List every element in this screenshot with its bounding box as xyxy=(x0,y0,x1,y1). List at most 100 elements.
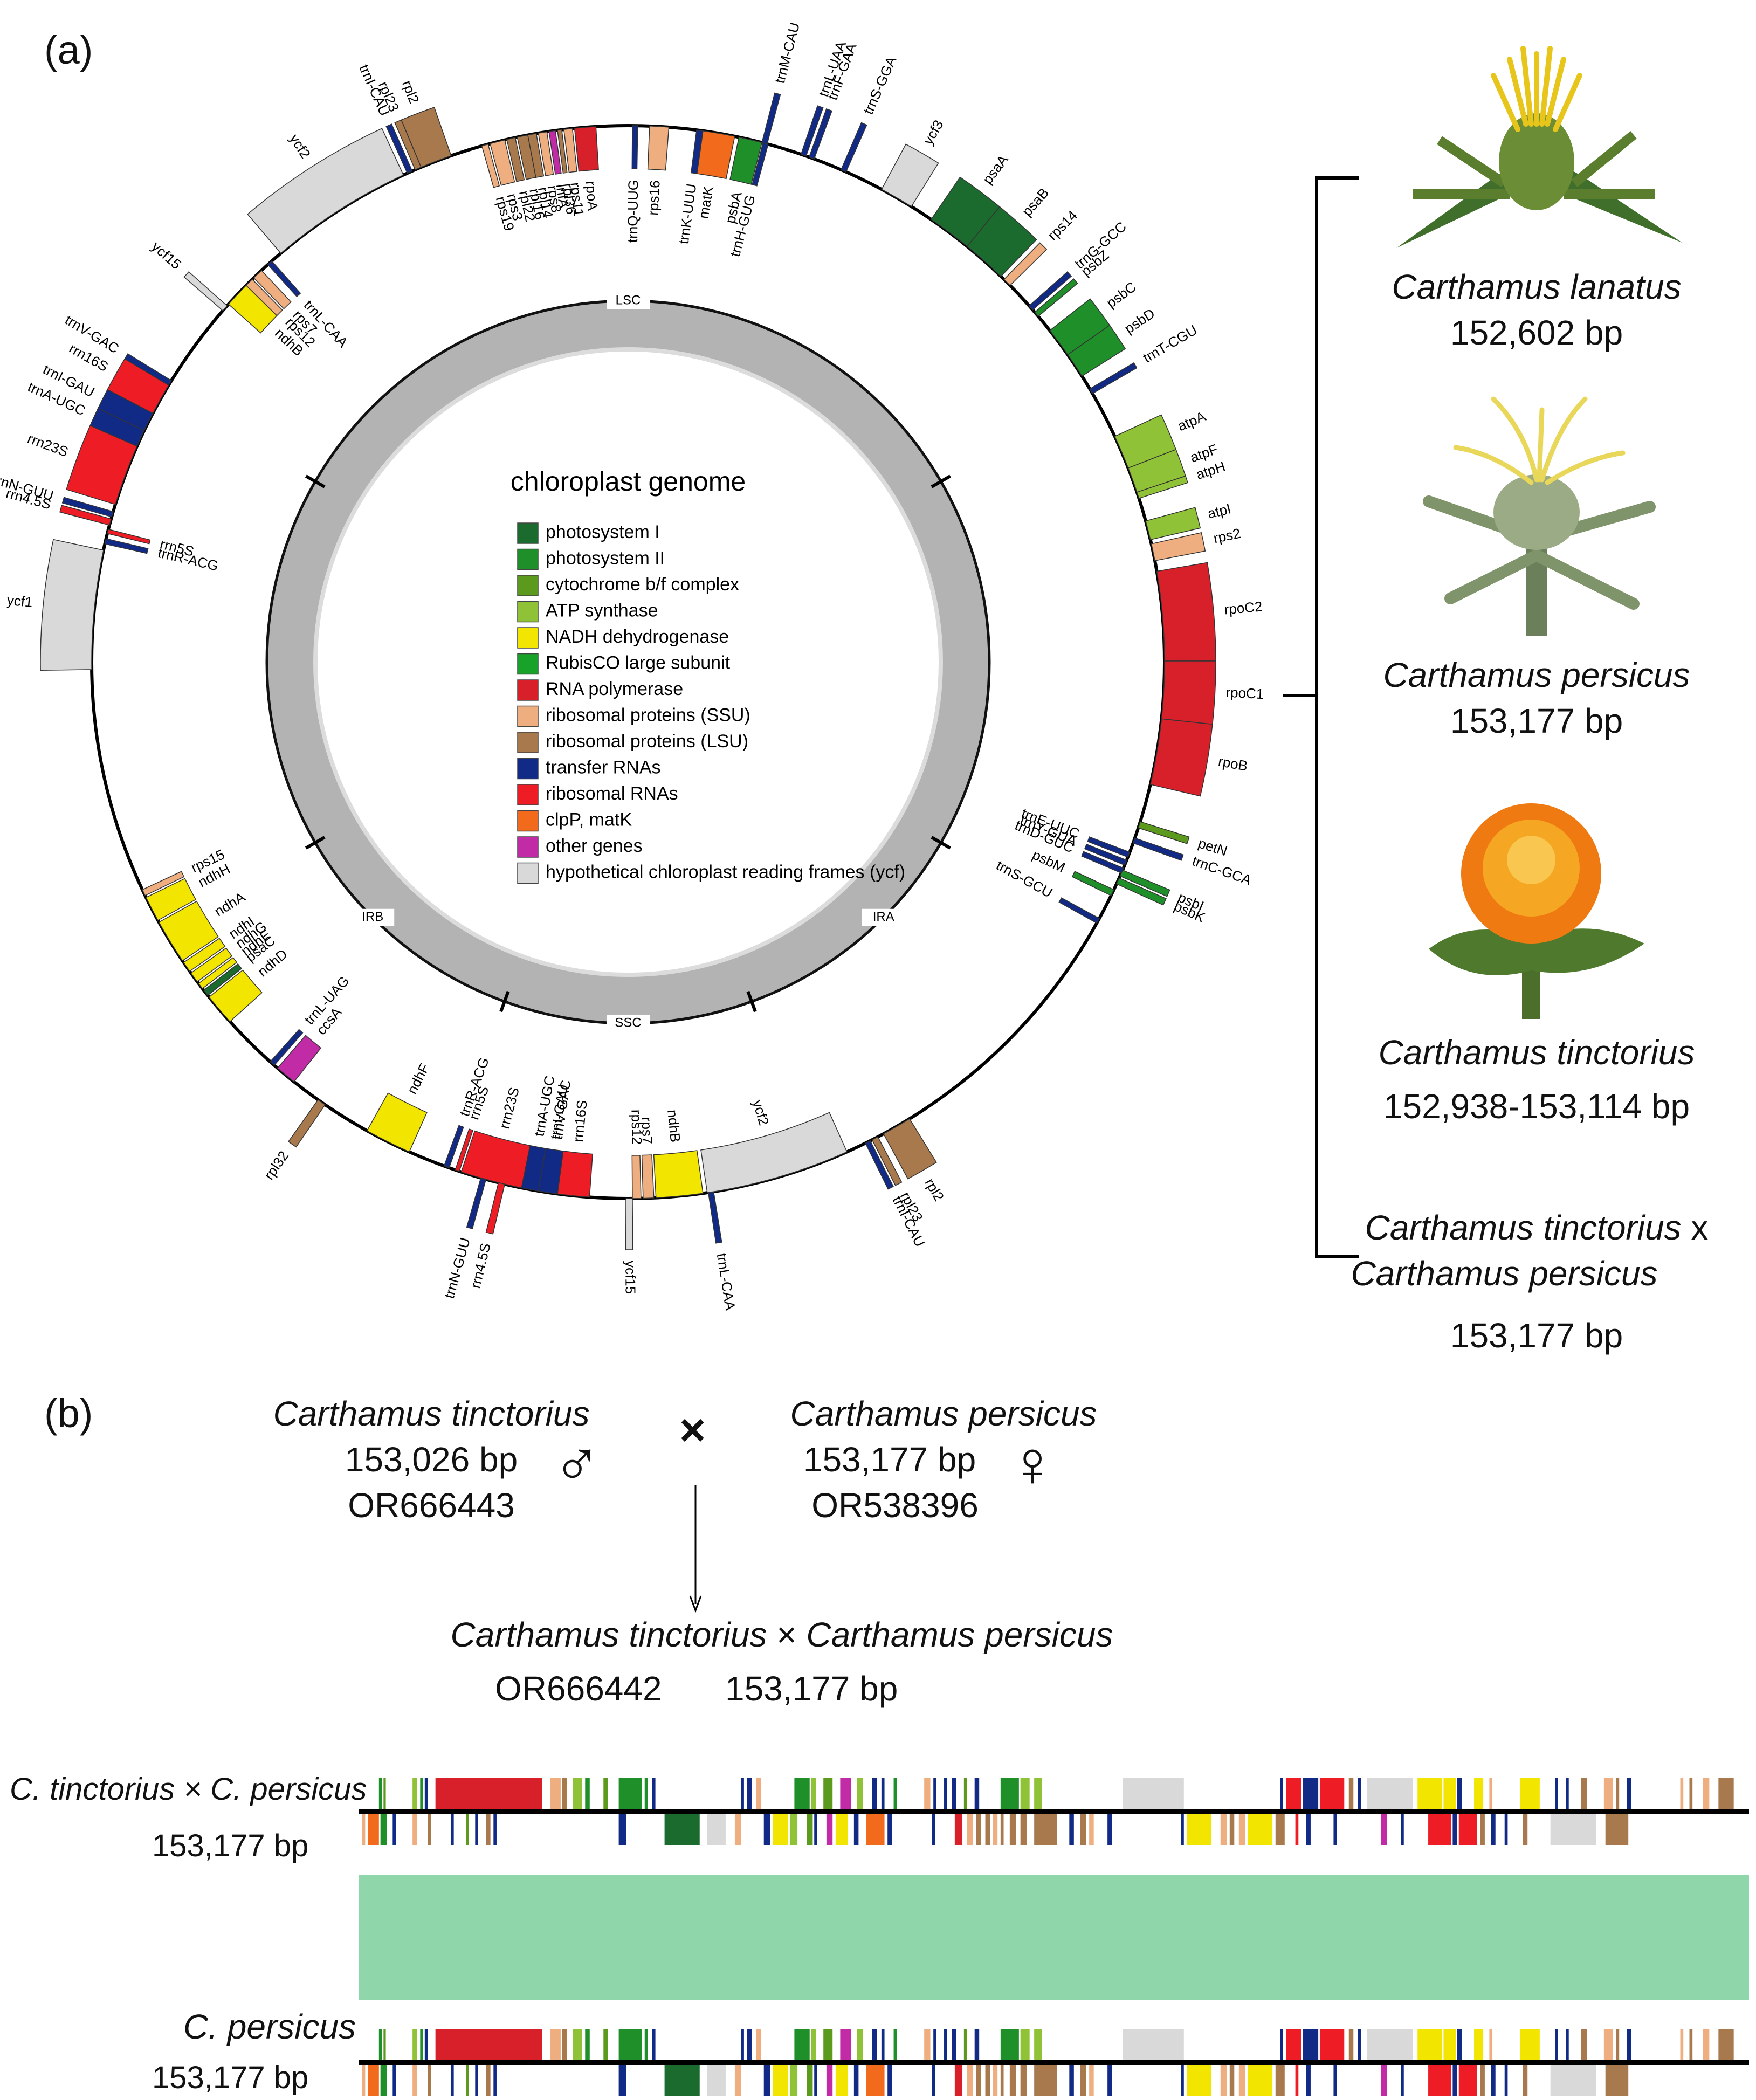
top-track-upper-block-32 xyxy=(1020,1778,1030,1809)
bottom-track-lower-block-25 xyxy=(932,2065,935,2096)
species-name-persicus: Carthamus persicus xyxy=(1383,656,1690,694)
gene-block-ycf1 xyxy=(40,539,104,671)
bottom-track-lower-block-16 xyxy=(773,2065,789,2096)
gene-label-ycf3: ycf3 xyxy=(920,117,947,147)
top-track-upper-block-22 xyxy=(872,1778,877,1809)
region-label-ira: IRA xyxy=(873,910,894,924)
bottom-track-upper-block-42 xyxy=(1417,2029,1442,2060)
gene-label-rps2: rps2 xyxy=(1212,525,1242,547)
gene-block-trnR-ACG xyxy=(443,1125,464,1168)
bottom-track-upper-block-20 xyxy=(840,2029,851,2060)
gene-label-atpI: atpI xyxy=(1206,500,1232,522)
gene-label-ndhA: ndhA xyxy=(211,889,248,920)
bottom-track-upper-block-54 xyxy=(1680,2029,1684,2060)
top-track-upper-block-50 xyxy=(1581,1778,1587,1809)
bottom-track-upper-block-6 xyxy=(550,2029,561,2060)
bottom-track-upper-block-56 xyxy=(1703,2029,1710,2060)
region-label-ssc: SSC xyxy=(615,1015,641,1030)
bottom-track-lower-block-35 xyxy=(1069,2065,1074,2096)
gene-label-ycf15: ycf15 xyxy=(622,1261,638,1294)
gene-block-psbD xyxy=(1067,325,1126,377)
bottom-track-lower-block-23 xyxy=(866,2065,885,2096)
top-track-lower-block-28 xyxy=(976,1814,981,1845)
bottom-track-lower-block-55 xyxy=(1491,2065,1496,2096)
hybrid-name-a: Carthamus tinctorius xyxy=(450,1615,767,1654)
bottom-track-upper-block-24 xyxy=(893,2029,897,2060)
gene-block-rpl2 xyxy=(401,107,452,168)
bottom-track-upper-block-10 xyxy=(603,2029,608,2060)
bottom-track-lower-block-43 xyxy=(1238,2065,1245,2096)
top-track-lower-block-7 xyxy=(466,1814,469,1845)
bottom-track-lower-block-32 xyxy=(1009,2065,1016,2096)
gene-label-trnR-ACG: trnR-ACG xyxy=(456,1055,492,1119)
gene-label-rpoC1: rpoC1 xyxy=(1225,684,1264,703)
gc-inner-band xyxy=(313,347,943,977)
male-parent-name: Carthamus tinctorius xyxy=(273,1394,590,1433)
gene-block-ndhD xyxy=(208,969,263,1022)
top-track-lower-block-3 xyxy=(392,1814,396,1845)
bottom-track-lower-block-13 xyxy=(707,2065,726,2096)
legend-swatch-1 xyxy=(517,548,539,570)
legend-swatch-13 xyxy=(517,862,539,884)
gene-label-ndhF: ndhF xyxy=(404,1061,432,1097)
cross-arrow xyxy=(689,1485,702,1613)
legend-swatch-10 xyxy=(517,784,539,805)
gene-label-rrn23S: rrn23S xyxy=(25,430,71,460)
top-track-lower-block-26 xyxy=(954,1814,963,1845)
top-track-lower-block-15 xyxy=(763,1814,770,1845)
bottom-track-lower-block-54 xyxy=(1480,2065,1485,2096)
bottom-track-upper-block-25 xyxy=(924,2029,931,2060)
gene-label-ndhB: ndhB xyxy=(664,1109,684,1143)
gene-block-atpI xyxy=(1145,507,1201,540)
gene-block-rrn5S xyxy=(455,1128,473,1172)
gene-label-psbC: psbC xyxy=(1103,279,1139,311)
top-track-lower-block-38 xyxy=(1107,1814,1112,1845)
female-parent-size: 153,177 bp xyxy=(803,1440,976,1479)
gene-block-rps7 xyxy=(641,1154,655,1199)
top-track-upper-block-26 xyxy=(933,1778,936,1809)
top-track-lower-block-42 xyxy=(1229,1814,1235,1845)
bottom-track-lower-block-14 xyxy=(734,2065,741,2096)
top-track-upper-block-30 xyxy=(974,1778,980,1809)
gene-block-trnN-GUU xyxy=(61,497,114,518)
top-track-upper-block-11 xyxy=(618,1778,642,1809)
region-label-irb-bg xyxy=(351,908,395,926)
gene-label-rps12: rps12 xyxy=(628,1110,645,1145)
gene-label-rps7: rps7 xyxy=(638,1117,656,1145)
top-track-upper-block-31 xyxy=(1000,1778,1019,1809)
top-track-upper-block-25 xyxy=(924,1778,931,1809)
bottom-track-lower-block-50 xyxy=(1401,2065,1404,2096)
species-name-hybrid-line1: Carthamus tinctorius x xyxy=(1332,1210,1741,1245)
top-track-upper-block-10 xyxy=(603,1778,608,1809)
alignment-bottom-name: C. persicus xyxy=(183,2007,356,2046)
legend-label-4: NADH dehydrogenase xyxy=(546,626,729,647)
top-track-lower-block-34 xyxy=(1034,1814,1057,1845)
top-track-upper-block-7 xyxy=(562,1778,567,1809)
legend-label-5: RubisCO large subunit xyxy=(546,653,731,673)
bottom-track-upper-block-45 xyxy=(1474,2029,1484,2060)
legend-label-0: photosystem I xyxy=(546,522,660,542)
region-boundary-3 xyxy=(499,990,510,1013)
gene-label-trnS-GGA: trnS-GGA xyxy=(860,53,900,116)
gene-block-trnL-CAA xyxy=(267,260,301,298)
gene-block-matK xyxy=(696,130,735,180)
top-track-lower-block-27 xyxy=(967,1814,973,1845)
bottom-track-upper-block-26 xyxy=(933,2029,936,2060)
gene-label-rps16: rps16 xyxy=(645,180,663,216)
top-track-lower-block-8 xyxy=(475,1814,478,1845)
gene-block-rrn4.5S xyxy=(59,505,112,526)
bottom-track-lower-block-39 xyxy=(1181,2065,1184,2096)
bottom-track-lower-block-31 xyxy=(1000,2065,1004,2096)
bottom-track-lower-block-56 xyxy=(1504,2065,1508,2096)
gene-block-trnL-CAA xyxy=(707,1191,722,1244)
legend-label-8: ribosomal proteins (LSU) xyxy=(546,731,748,752)
gene-block-rpoC1 xyxy=(1161,660,1216,725)
bottom-track-upper-block-49 xyxy=(1566,2029,1569,2060)
bottom-track-upper-block-47 xyxy=(1520,2029,1540,2060)
top-track-upper-block-17 xyxy=(794,1778,810,1809)
region-boundary-4 xyxy=(305,836,326,850)
female-parent-accession: OR538396 xyxy=(811,1486,979,1525)
gene-label-psaB: psaB xyxy=(1018,184,1052,219)
gene-block-ndhF xyxy=(366,1092,428,1153)
